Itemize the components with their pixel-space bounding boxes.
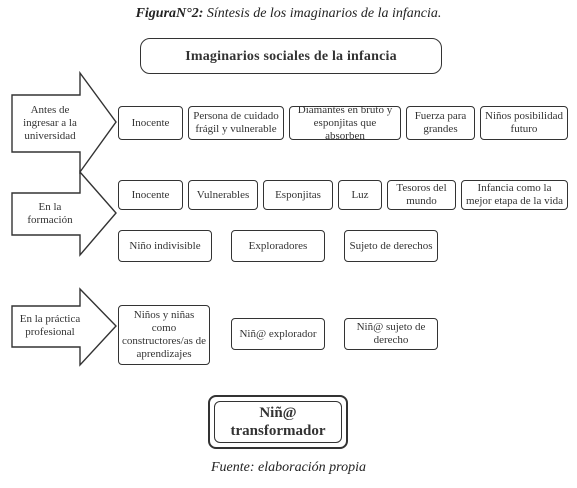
row2-item-esponjitas: Esponjitas xyxy=(263,180,333,210)
result-line-2: transformador xyxy=(230,423,326,439)
row3-item-constructores: Niños y niñas como constructores/as de a… xyxy=(118,305,210,365)
stage-arrow-3 xyxy=(11,287,117,367)
diagram-title-box: Imaginarios sociales de la infancia xyxy=(140,38,442,74)
stage-label-3: En la práctica profesional xyxy=(19,313,81,338)
row2-item-nino-indivisible: Niño indivisible xyxy=(118,230,212,262)
result-line-1: Niñ@ xyxy=(259,405,297,421)
row1-item-persona-cuidado: Persona de cuidado frágil y vulnerable xyxy=(188,106,284,140)
figure-caption: FiguraN°2: Síntesis de los imaginarios d… xyxy=(0,6,577,22)
row2-item-inocente: Inocente xyxy=(118,180,183,210)
row2-item-sujeto-derechos: Sujeto de derechos xyxy=(344,230,438,262)
row2-item-tesoros: Tesoros del mundo xyxy=(387,180,456,210)
row2-item-vulnerables: Vulnerables xyxy=(188,180,258,210)
result-box: Niñ@ transformador xyxy=(208,395,348,449)
stage-arrow-2 xyxy=(11,170,117,257)
stage-label-2: En la formación xyxy=(27,201,73,226)
figure-source: Fuente: elaboración propia xyxy=(210,460,366,475)
row1-item-ninos-posibilidad: Niños posibilidad futuro xyxy=(480,106,568,140)
row1-item-diamantes: Diamantes en bruto y esponjitas que abso… xyxy=(289,104,401,142)
diagram-title: Imaginarios sociales de la infancia xyxy=(185,48,397,64)
stage-label-1: Antes de ingresar a la universidad xyxy=(23,103,77,142)
result-box-inner: Niñ@ transformador xyxy=(214,401,342,443)
row2-item-luz: Luz xyxy=(338,180,382,210)
row3-item-explorador: Niñ@ explorador xyxy=(231,318,325,350)
row3-item-sujeto-derecho: Niñ@ sujeto de derecho xyxy=(344,318,438,350)
row1-item-inocente: Inocente xyxy=(118,106,183,140)
stage-arrow-1 xyxy=(11,70,117,175)
figure-caption-text: Síntesis de los imaginarios de la infanc… xyxy=(206,6,442,21)
row1-item-fuerza: Fuerza para grandes xyxy=(406,106,475,140)
row2-item-exploradores: Exploradores xyxy=(231,230,325,262)
row2-item-mejor-etapa: Infancia como la mejor etapa de la vida xyxy=(461,180,568,210)
figure-caption-label: FiguraN°2: xyxy=(135,6,204,21)
